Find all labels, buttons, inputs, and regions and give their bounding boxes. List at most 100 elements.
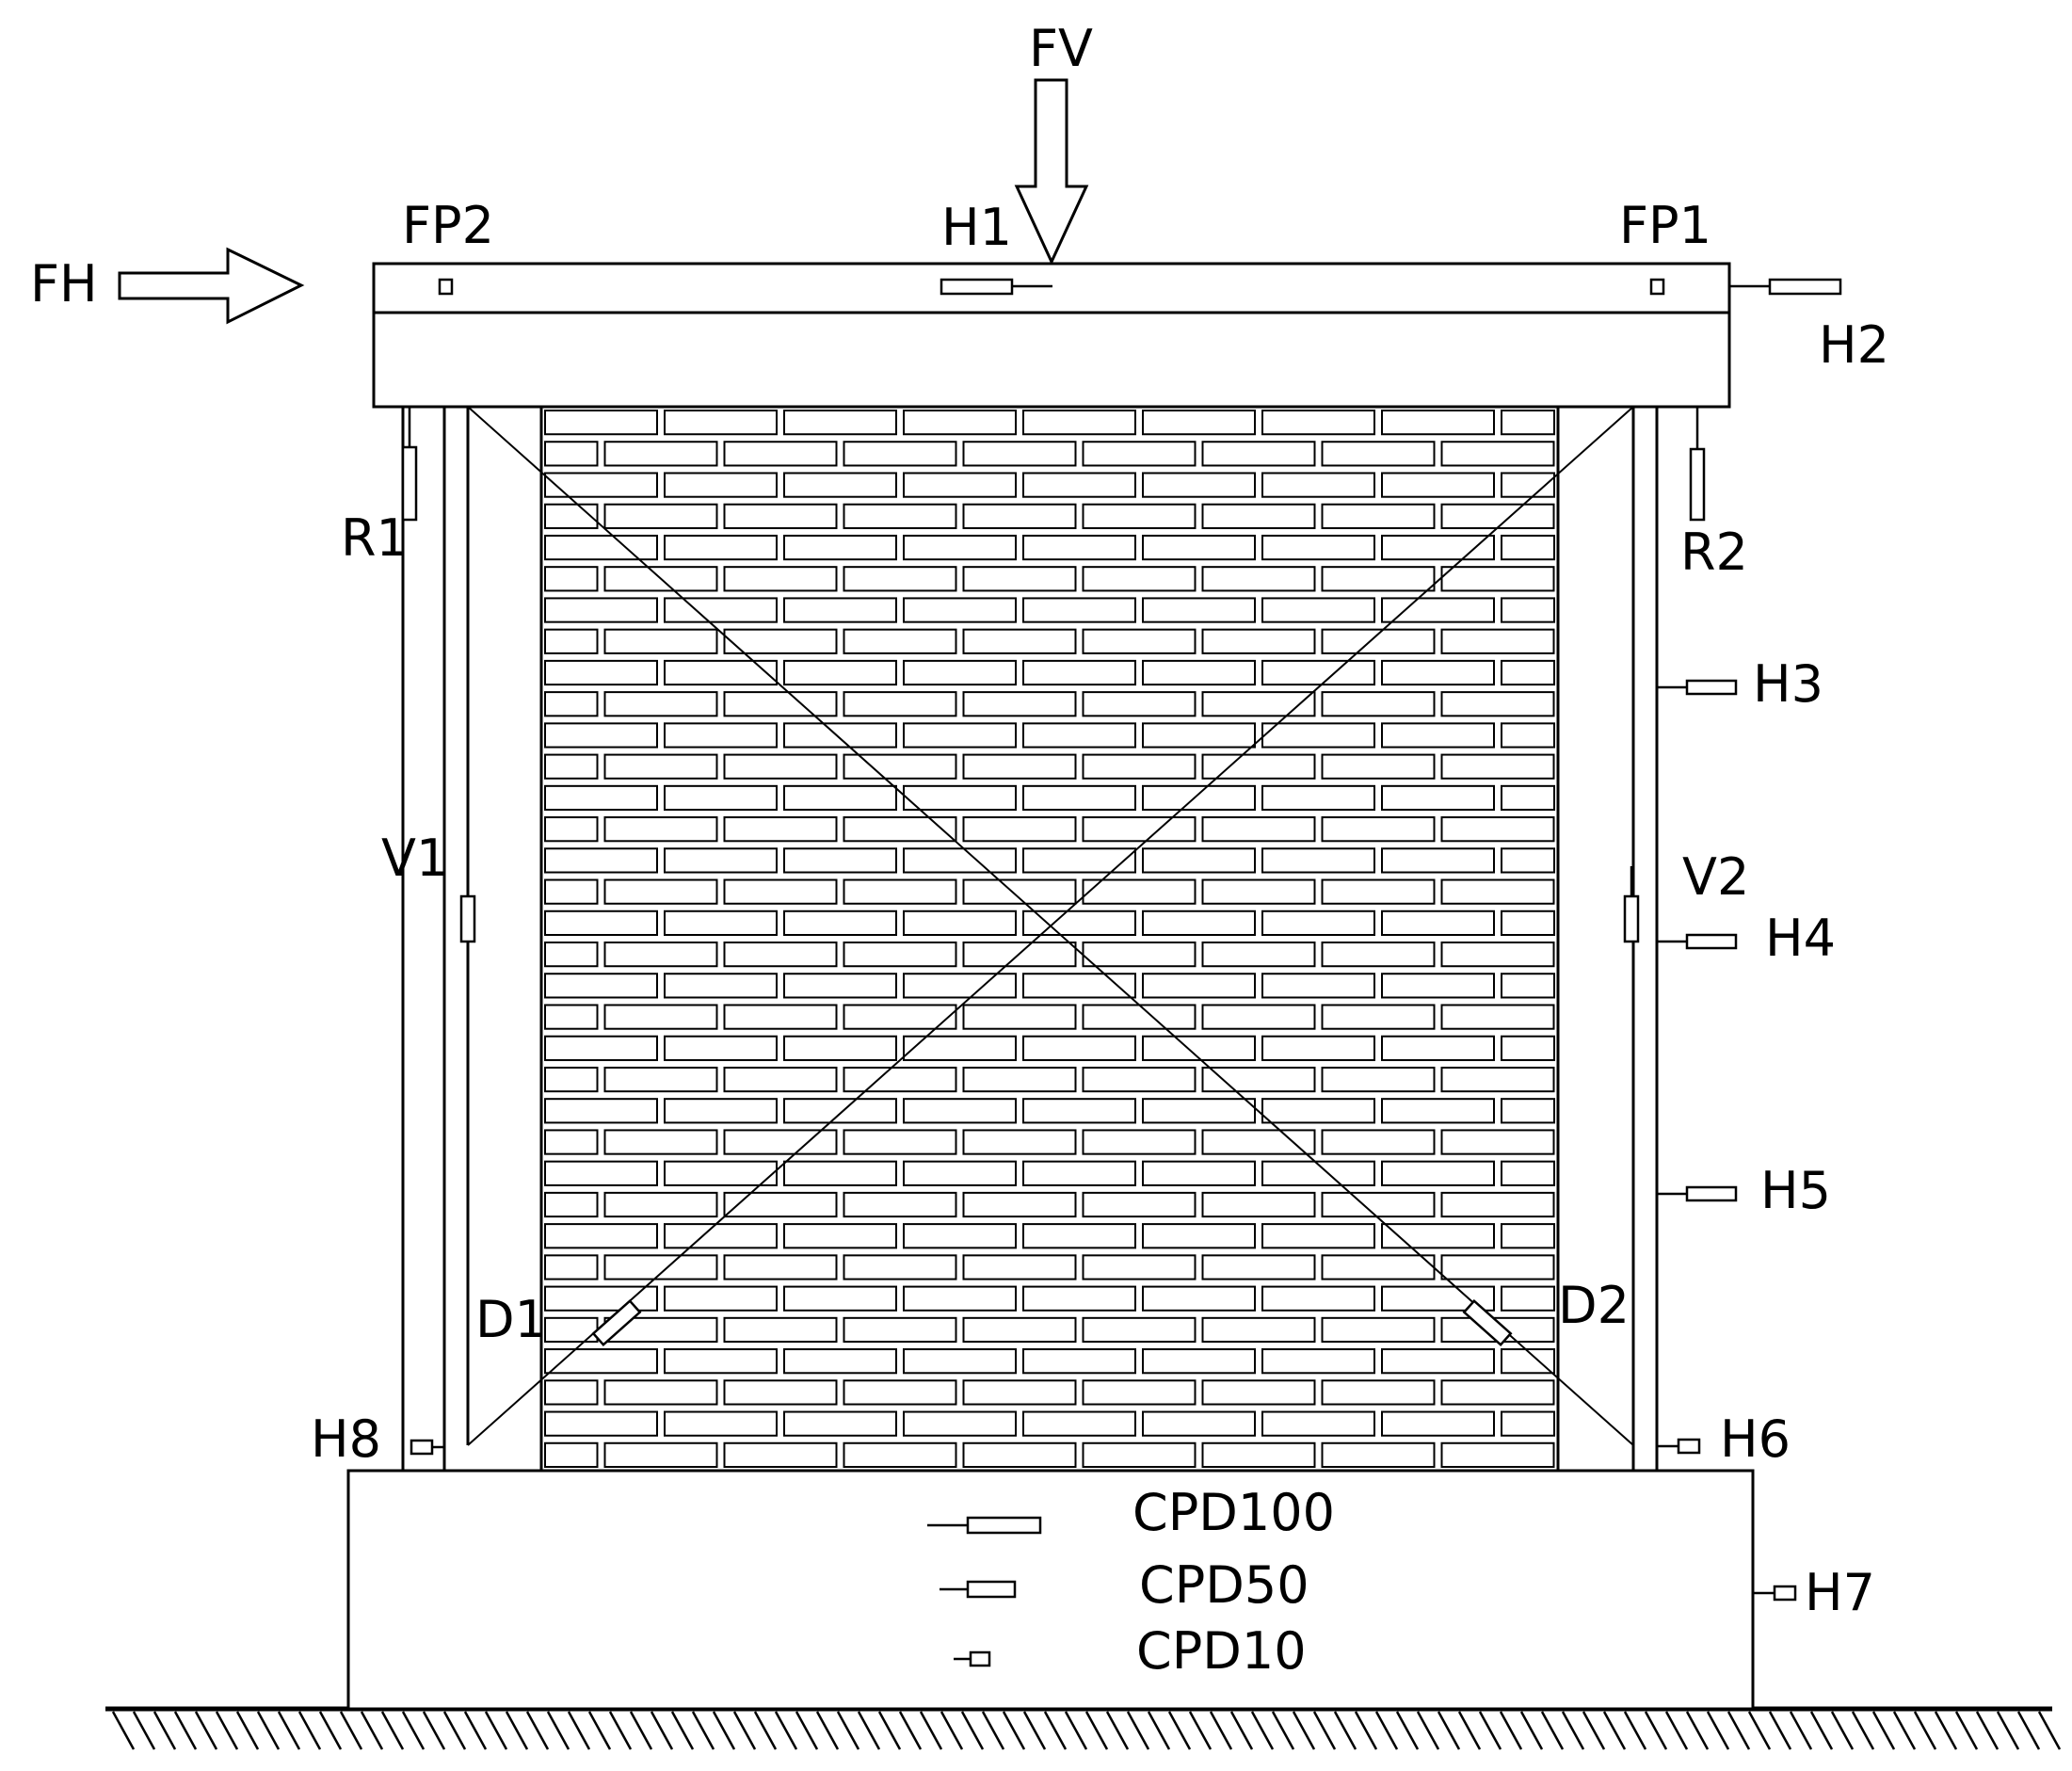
- hatch-mark: [1188, 1711, 1213, 1750]
- hatch-mark: [1871, 1711, 1896, 1750]
- brick: [843, 753, 957, 780]
- brick: [1082, 1004, 1197, 1030]
- brick: [903, 1223, 1017, 1249]
- hatch-mark: [1457, 1711, 1482, 1750]
- brick: [1022, 910, 1136, 937]
- brick: [544, 784, 658, 812]
- brick: [1142, 534, 1256, 561]
- hatch-mark: [1084, 1711, 1109, 1750]
- hatch-mark: [960, 1711, 985, 1750]
- brick: [1381, 847, 1495, 874]
- brick: [544, 1348, 658, 1375]
- brick: [723, 1066, 838, 1093]
- brick: [903, 1160, 1017, 1186]
- brick: [1440, 1254, 1555, 1280]
- brick: [783, 597, 897, 623]
- hatch-mark: [608, 1711, 633, 1750]
- legend-cpd10-label: CPD10: [1136, 1621, 1307, 1681]
- brick: [723, 1191, 838, 1218]
- brick: [544, 1441, 599, 1468]
- brick: [1142, 1223, 1256, 1249]
- brick: [723, 1254, 838, 1280]
- brick: [962, 878, 1077, 905]
- brick: [962, 1066, 1077, 1093]
- hatch-mark: [1644, 1711, 1668, 1750]
- brick: [603, 1254, 718, 1280]
- brick: [1501, 910, 1555, 937]
- brick: [962, 691, 1077, 717]
- brick: [1201, 628, 1316, 654]
- brick: [1381, 597, 1495, 623]
- brick: [1082, 566, 1197, 592]
- brick: [664, 973, 778, 999]
- brick: [723, 1129, 838, 1155]
- brick: [603, 441, 718, 467]
- brick: [903, 1035, 1017, 1061]
- foundation-beam: [346, 1469, 1755, 1711]
- brick: [1082, 691, 1197, 717]
- brick: [783, 1160, 897, 1186]
- brick: [1022, 659, 1136, 686]
- brick: [1201, 441, 1316, 467]
- brick: [1501, 659, 1555, 686]
- hatch-mark: [1789, 1711, 1813, 1750]
- hatch-mark: [380, 1711, 405, 1750]
- brick: [1261, 1410, 1375, 1437]
- brick: [723, 1004, 838, 1030]
- brick: [1261, 784, 1375, 812]
- brick: [664, 1348, 778, 1375]
- brick: [1321, 1066, 1436, 1093]
- label-r1: R1: [341, 508, 409, 568]
- hatch-mark: [1809, 1711, 1834, 1750]
- hatch-mark: [360, 1711, 384, 1750]
- brick: [1501, 1348, 1555, 1375]
- brick: [1082, 1379, 1197, 1406]
- brick: [1501, 597, 1555, 623]
- brick: [1201, 1004, 1316, 1030]
- hatch-mark: [1002, 1711, 1026, 1750]
- label-v2: V2: [1682, 847, 1749, 907]
- brick: [544, 1160, 658, 1186]
- brick: [903, 784, 1017, 812]
- brick: [664, 847, 778, 874]
- label-h5: H5: [1760, 1161, 1831, 1220]
- hatch-mark: [712, 1711, 736, 1750]
- brick: [1440, 878, 1555, 905]
- brick: [544, 1410, 658, 1437]
- legend-cpd10-symbol: [954, 1650, 991, 1667]
- brick: [544, 1066, 599, 1093]
- label-h4: H4: [1765, 909, 1836, 968]
- hatch-mark: [132, 1711, 156, 1750]
- hatch-mark: [422, 1711, 446, 1750]
- brick: [1082, 628, 1197, 654]
- brick: [903, 659, 1017, 686]
- brick: [544, 1254, 599, 1280]
- brick: [1501, 847, 1555, 874]
- brick: [1261, 410, 1375, 436]
- brick: [1201, 1129, 1316, 1155]
- brick: [903, 847, 1017, 874]
- brick: [1321, 1441, 1436, 1468]
- brick: [1082, 753, 1197, 780]
- brick: [1381, 1160, 1495, 1186]
- brick: [1501, 534, 1555, 561]
- brick: [962, 1441, 1077, 1468]
- brick: [544, 503, 599, 529]
- hatch-mark: [1043, 1711, 1068, 1750]
- label-h3: H3: [1753, 654, 1823, 714]
- brick: [1440, 1066, 1555, 1093]
- brick: [1381, 1285, 1495, 1312]
- hatch-mark: [463, 1711, 488, 1750]
- brick: [603, 503, 718, 529]
- brick: [664, 1410, 778, 1437]
- brick: [544, 1379, 599, 1406]
- hatch-mark: [1416, 1711, 1440, 1750]
- brick: [1381, 1223, 1495, 1249]
- hatch-mark: [587, 1711, 612, 1750]
- brick: [1321, 942, 1436, 968]
- brick-infill: [539, 405, 1560, 1473]
- hatch-mark: [153, 1711, 177, 1750]
- brick: [544, 753, 599, 780]
- brick: [903, 597, 1017, 623]
- brick: [1022, 1160, 1136, 1186]
